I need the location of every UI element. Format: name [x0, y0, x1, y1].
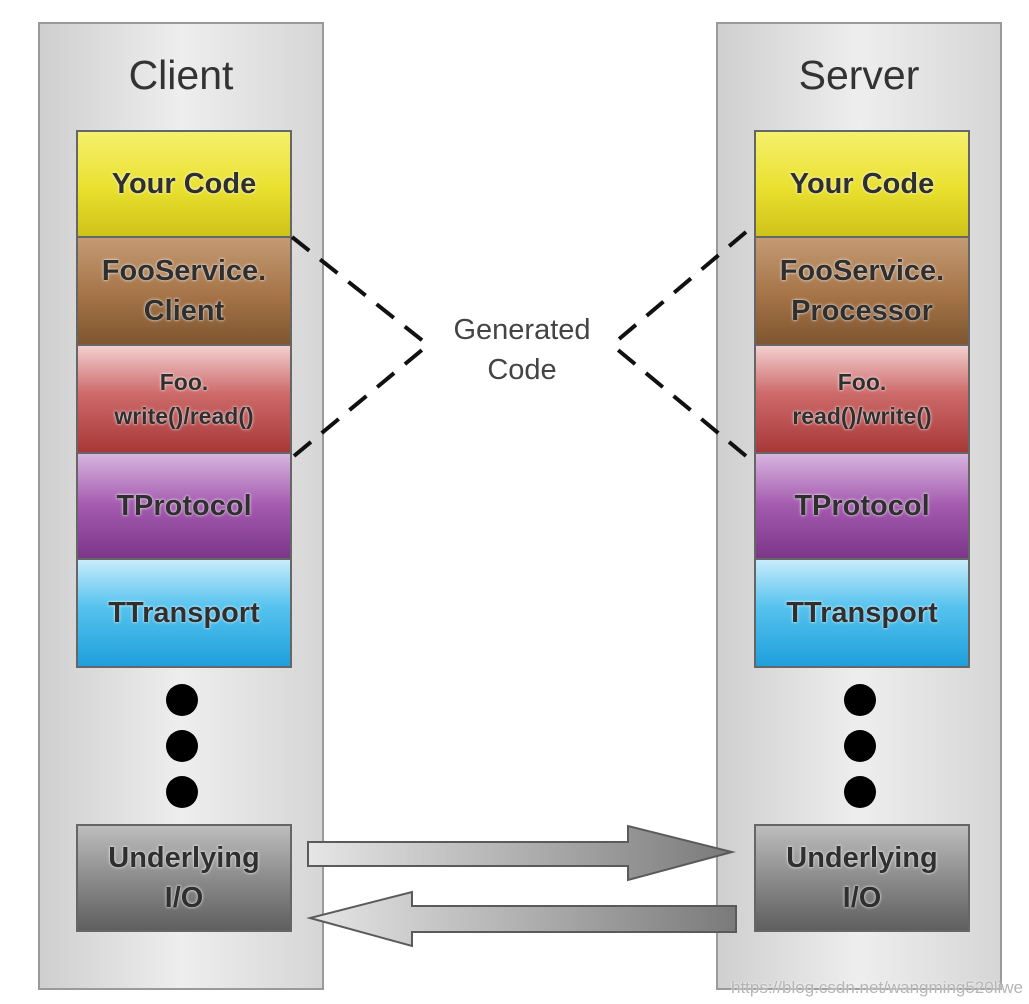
- generated-code-label: Generated Code: [453, 314, 591, 386]
- client-service-layer: FooService. Client: [76, 236, 292, 346]
- server-io-layer: Underlying I/O: [754, 824, 970, 932]
- server-transport-layer: TTransport: [754, 558, 970, 668]
- watermark-url: https://blog.csdn.net/wangming520liwe: [730, 978, 1023, 997]
- client-ellipsis-dot: [166, 684, 198, 716]
- client-generated-dash-bottom: [292, 343, 430, 458]
- client-protocol-layer: TProtocol: [76, 452, 292, 560]
- server-ellipsis-dot: [844, 776, 876, 808]
- server-generated-dash-bottom: [610, 343, 748, 458]
- client-struct-layer: Foo. write()/read(): [76, 344, 292, 454]
- client-io-layer: Underlying I/O: [76, 824, 292, 932]
- client-column: Client Your Code FooService. Client Foo.…: [38, 22, 324, 990]
- client-ellipsis-dot: [166, 776, 198, 808]
- server-to-client-arrow: [306, 890, 737, 948]
- server-title: Server: [798, 52, 920, 98]
- server-service-layer: FooService. Processor: [754, 236, 970, 346]
- client-ellipsis-dot: [166, 730, 198, 762]
- client-transport-layer: TTransport: [76, 558, 292, 668]
- client-to-server-arrow: [307, 824, 736, 882]
- client-generated-dash-top: [290, 235, 430, 347]
- server-ellipsis-dot: [844, 684, 876, 716]
- client-title: Client: [128, 52, 234, 98]
- server-generated-dash-top: [610, 230, 748, 347]
- server-protocol-layer: TProtocol: [754, 452, 970, 560]
- server-column: Server Your Code FooService. Processor F…: [716, 22, 1002, 990]
- server-ellipsis-dot: [844, 730, 876, 762]
- server-struct-layer: Foo. read()/write(): [754, 344, 970, 454]
